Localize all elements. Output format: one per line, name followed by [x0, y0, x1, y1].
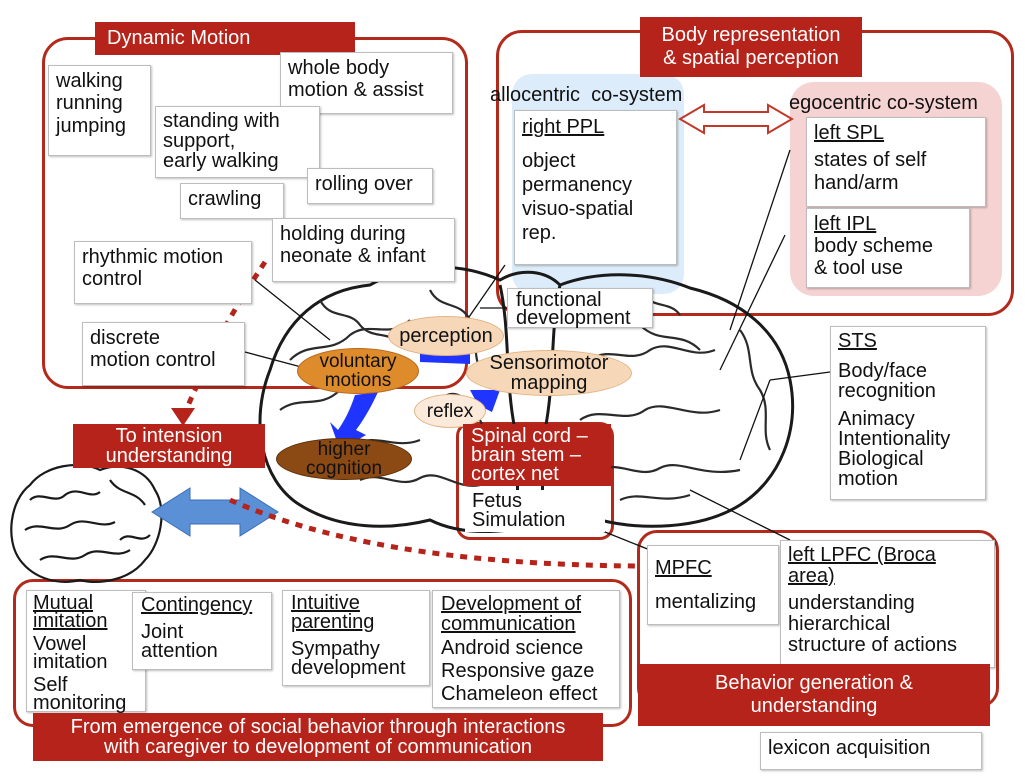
running-label: running	[56, 92, 123, 115]
standing-box: standing with support, early walking	[155, 106, 320, 178]
left-lpfc-heading-1: left LPFC (Broca	[788, 544, 936, 566]
spinal-region	[456, 422, 614, 540]
perception-oval: perception	[388, 316, 504, 356]
spinal-cord-title: Spinal cord – brain stem – cortex net	[463, 424, 611, 486]
reflex-oval: reflex	[414, 394, 486, 428]
rolling-over-box: rolling over	[307, 168, 433, 204]
behavior-generation-title: Behavior generation & understanding	[638, 664, 990, 726]
contingency-box: Contingency Joint attention	[132, 592, 272, 670]
left-ipl-heading: left IPL	[814, 213, 877, 235]
functional-development-box: functional development	[507, 288, 653, 328]
sensorimotor-mapping-oval: Sensorimotor mapping	[466, 350, 632, 396]
development-of-communication-box: Development of communication Android sci…	[432, 590, 620, 708]
left-spl-box: left SPL states of self hand/arm	[806, 117, 986, 207]
voluntary-motions-oval: voluntary motions	[297, 348, 419, 394]
right-ppl-heading: right PPL	[522, 116, 605, 138]
allocentric-label: allocentric co-system	[490, 84, 683, 106]
right-ppl-box: right PPL object permanency visuo-spatia…	[514, 110, 677, 265]
body-representation-title: Body representation & spatial perception	[640, 17, 862, 77]
dynamic-motion-title: Dynamic Motion	[95, 22, 355, 55]
left-lpfc-box: left LPFC (Broca area) understanding hie…	[780, 540, 995, 668]
higher-cognition-oval: higher cognition	[276, 438, 412, 480]
fetus-simulation-box: Fetus Simulation	[465, 490, 605, 532]
discrete-motion-box: discrete motion control	[82, 322, 245, 386]
small-brain-icon	[10, 463, 163, 583]
mpfc-box: MPFC mentalizing	[647, 545, 779, 625]
lexicon-acquisition-box: lexicon acquisition	[760, 732, 982, 770]
social-behavior-title: From emergence of social behavior throug…	[33, 713, 603, 761]
left-spl-heading: left SPL	[814, 122, 885, 144]
holding-box: holding during neonate & infant	[272, 218, 455, 282]
left-lpfc-heading-2: area)	[788, 565, 835, 587]
walking-running-jumping-box: walking running jumping	[48, 65, 151, 156]
walking-label: walking	[56, 70, 123, 92]
interaction-arrow-icon	[151, 487, 279, 537]
sts-box: STS Body/face recognition Animacy Intent…	[830, 326, 986, 500]
crawling-box: crawling	[180, 183, 284, 219]
intension-title: To intension understanding	[73, 424, 265, 468]
cosystem-arrow-icon	[678, 103, 794, 135]
leader-lines	[244, 149, 831, 551]
mutual-imitation-box: Mutual imitation Vowel imitation Self mo…	[26, 590, 146, 713]
whole-body-box: whole body motion & assist	[280, 52, 453, 114]
sts-heading: STS	[838, 330, 877, 352]
mpfc-heading: MPFC	[655, 557, 712, 579]
intuitive-parenting-box: Intuitive parenting Sympathy development	[282, 590, 430, 686]
egocentric-label: egocentric co-system	[789, 92, 978, 114]
rhythmic-motion-box: rhythmic motion control	[74, 241, 252, 304]
left-ipl-box: left IPL body scheme & tool use	[806, 208, 970, 288]
jumping-label: jumping	[56, 114, 127, 137]
